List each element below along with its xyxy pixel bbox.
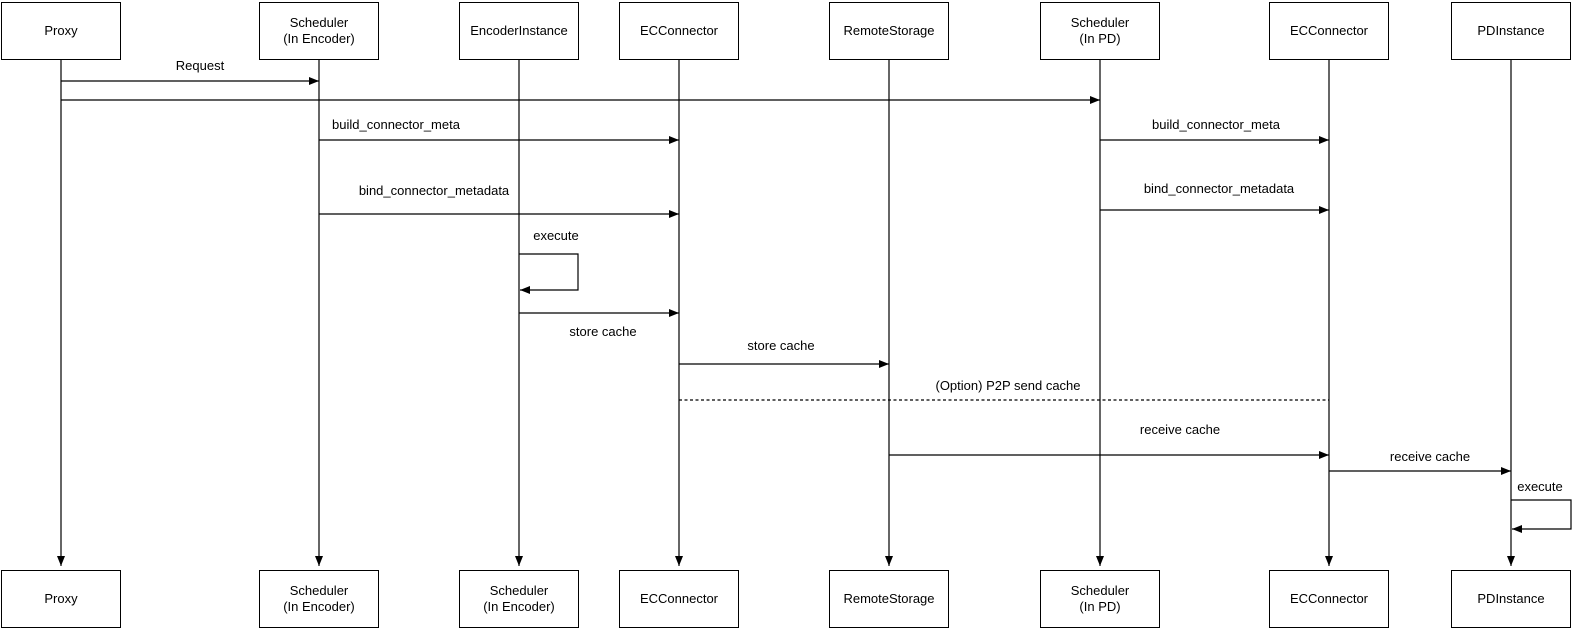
message-label-build-connector-meta-encoder: build_connector_meta — [332, 117, 460, 132]
actor-box-top-scheduler-in-encoder: Scheduler(In Encoder) — [259, 2, 379, 60]
actor-label-line: Scheduler — [289, 583, 349, 598]
message-label-request: Request — [175, 58, 225, 73]
actor-box-bottom-scheduler-in-encoder: Scheduler(In Encoder) — [259, 570, 379, 628]
actor-label-line: Scheduler — [1070, 583, 1130, 598]
actor-box-bottom-scheduler-in-pd: Scheduler(In PD) — [1040, 570, 1160, 628]
actor-label-line: ECConnector — [1289, 23, 1369, 38]
message-arrow-execute-encoder — [519, 253, 579, 294]
message-label-execute-encoder: execute — [533, 228, 579, 243]
actor-label-line: RemoteStorage — [843, 23, 935, 38]
actor-label-line: PDInstance — [1477, 591, 1545, 606]
actor-box-top-pd-instance: PDInstance — [1451, 2, 1571, 60]
actor-label-line: Proxy — [44, 591, 78, 606]
actor-box-top-proxy: Proxy — [1, 2, 121, 60]
actor-box-top-remote-storage: RemoteStorage — [829, 2, 949, 60]
actor-label-line: (In Encoder) — [283, 599, 355, 614]
actor-label-line: (In Encoder) — [283, 31, 355, 46]
actor-label-line: ECConnector — [639, 591, 719, 606]
message-label-bind-connector-metadata-encoder: bind_connector_metadata — [358, 183, 510, 198]
message-label-bind-connector-metadata-pd: bind_connector_metadata — [1143, 181, 1295, 196]
actor-box-bottom-encoder-instance: Scheduler(In Encoder) — [459, 570, 579, 628]
actor-box-top-encoder-instance: EncoderInstance — [459, 2, 579, 60]
message-arrow-execute-pd — [1511, 499, 1572, 533]
message-label-receive-cache-to-pd: receive cache — [1389, 449, 1471, 464]
actor-label-line: Scheduler — [489, 583, 549, 598]
message-label-build-connector-meta-pd: build_connector_meta — [1152, 117, 1280, 132]
actor-box-top-ec-connector-pd: ECConnector — [1269, 2, 1389, 60]
actor-label-line: RemoteStorage — [843, 591, 935, 606]
actor-box-bottom-pd-instance: PDInstance — [1451, 570, 1571, 628]
message-label-execute-pd: execute — [1517, 479, 1563, 494]
actor-box-bottom-remote-storage: RemoteStorage — [829, 570, 949, 628]
actor-label-line: ECConnector — [639, 23, 719, 38]
actor-label-line: (In Encoder) — [483, 599, 555, 614]
actor-box-bottom-proxy: Proxy — [1, 570, 121, 628]
message-label-receive-cache-from-remote: receive cache — [1139, 422, 1221, 437]
actor-label-line: (In PD) — [1079, 31, 1121, 46]
actor-box-top-scheduler-in-pd: Scheduler(In PD) — [1040, 2, 1160, 60]
actor-label-line: Proxy — [44, 23, 78, 38]
actor-label-line: EncoderInstance — [470, 23, 568, 38]
actor-box-bottom-ec-connector-pd: ECConnector — [1269, 570, 1389, 628]
actor-box-top-ec-connector-encoder: ECConnector — [619, 2, 739, 60]
message-label-p2p-send-cache: (Option) P2P send cache — [935, 378, 1081, 393]
actor-label-line: PDInstance — [1477, 23, 1545, 38]
message-label-store-cache-remote: store cache — [747, 338, 815, 353]
actor-label-line: Scheduler — [289, 15, 349, 30]
message-label-encoder-store-to-ecconnector: store cache — [569, 324, 637, 339]
actor-box-bottom-ec-connector-encoder: ECConnector — [619, 570, 739, 628]
actor-label-line: Scheduler — [1070, 15, 1130, 30]
actor-label-line: (In PD) — [1079, 599, 1121, 614]
actor-label-line: ECConnector — [1289, 591, 1369, 606]
